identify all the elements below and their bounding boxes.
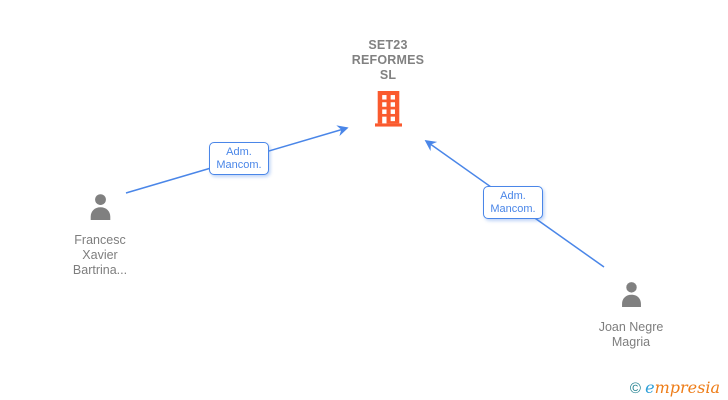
company-node[interactable]: SET23 REFORMES SL [338,38,438,133]
person-node-joan[interactable]: Joan Negre Magria [581,281,681,350]
person-node-francesc[interactable]: Francesc Xavier Bartrina... [50,193,150,277]
copyright-icon: © [629,380,641,397]
edge-label-adm-mancom-1[interactable]: Adm. Mancom. [209,142,269,175]
edge-label-adm-mancom-2[interactable]: Adm. Mancom. [483,186,543,219]
person-icon [86,193,115,226]
person-icon [618,281,645,313]
person-name: Joan Negre Magria [598,320,664,349]
person-name: Francesc Xavier Bartrina... [72,233,128,277]
company-name: SET23 REFORMES SL [351,38,425,82]
empresia-watermark[interactable]: © empresia [630,378,720,397]
building-icon [374,90,402,133]
brand-logo-text: empresia [645,378,720,397]
